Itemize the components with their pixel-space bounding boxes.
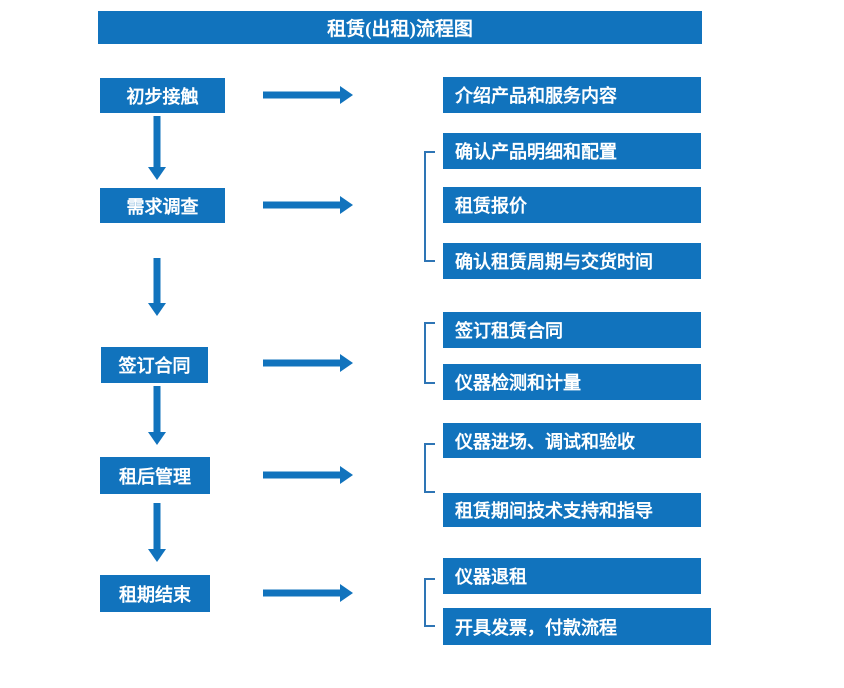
step-box-post-rental-management: 租后管理 xyxy=(100,457,210,494)
detail-box-invoice-payment: 开具发票，付款流程 xyxy=(443,608,711,645)
detail-box-introduce-products: 介绍产品和服务内容 xyxy=(443,77,701,113)
arrow-right-icon xyxy=(263,466,353,484)
step-box-rental-end: 租期结束 xyxy=(100,575,210,612)
detail-box-sign-rental-contract: 签订租赁合同 xyxy=(443,312,701,348)
arrow-down-icon xyxy=(148,258,166,316)
arrow-down-icon xyxy=(148,503,166,562)
detail-box-instrument-return: 仪器退租 xyxy=(443,558,701,594)
detail-box-confirm-period-delivery: 确认租赁周期与交货时间 xyxy=(443,243,701,279)
detail-box-rental-quote: 租赁报价 xyxy=(443,187,701,223)
arrow-down-icon xyxy=(148,386,166,445)
arrow-down-icon xyxy=(148,116,166,180)
group-bracket xyxy=(424,322,435,384)
arrow-right-icon xyxy=(263,86,353,104)
detail-box-tech-support: 租赁期间技术支持和指导 xyxy=(443,493,701,527)
detail-box-instrument-testing: 仪器检测和计量 xyxy=(443,364,701,400)
detail-box-confirm-product-config: 确认产品明细和配置 xyxy=(443,133,701,169)
group-bracket xyxy=(424,443,435,493)
arrow-right-icon xyxy=(263,584,353,602)
flowchart-title: 租赁(出租)流程图 xyxy=(98,11,702,44)
arrow-right-icon xyxy=(263,196,353,214)
arrow-right-icon xyxy=(263,354,353,372)
detail-box-instrument-setup-acceptance: 仪器进场、调试和验收 xyxy=(443,423,701,458)
step-box-initial-contact: 初步接触 xyxy=(100,78,225,113)
group-bracket xyxy=(424,578,435,627)
step-box-sign-contract: 签订合同 xyxy=(101,347,208,383)
step-box-needs-survey: 需求调查 xyxy=(100,188,225,223)
group-bracket xyxy=(424,151,435,262)
